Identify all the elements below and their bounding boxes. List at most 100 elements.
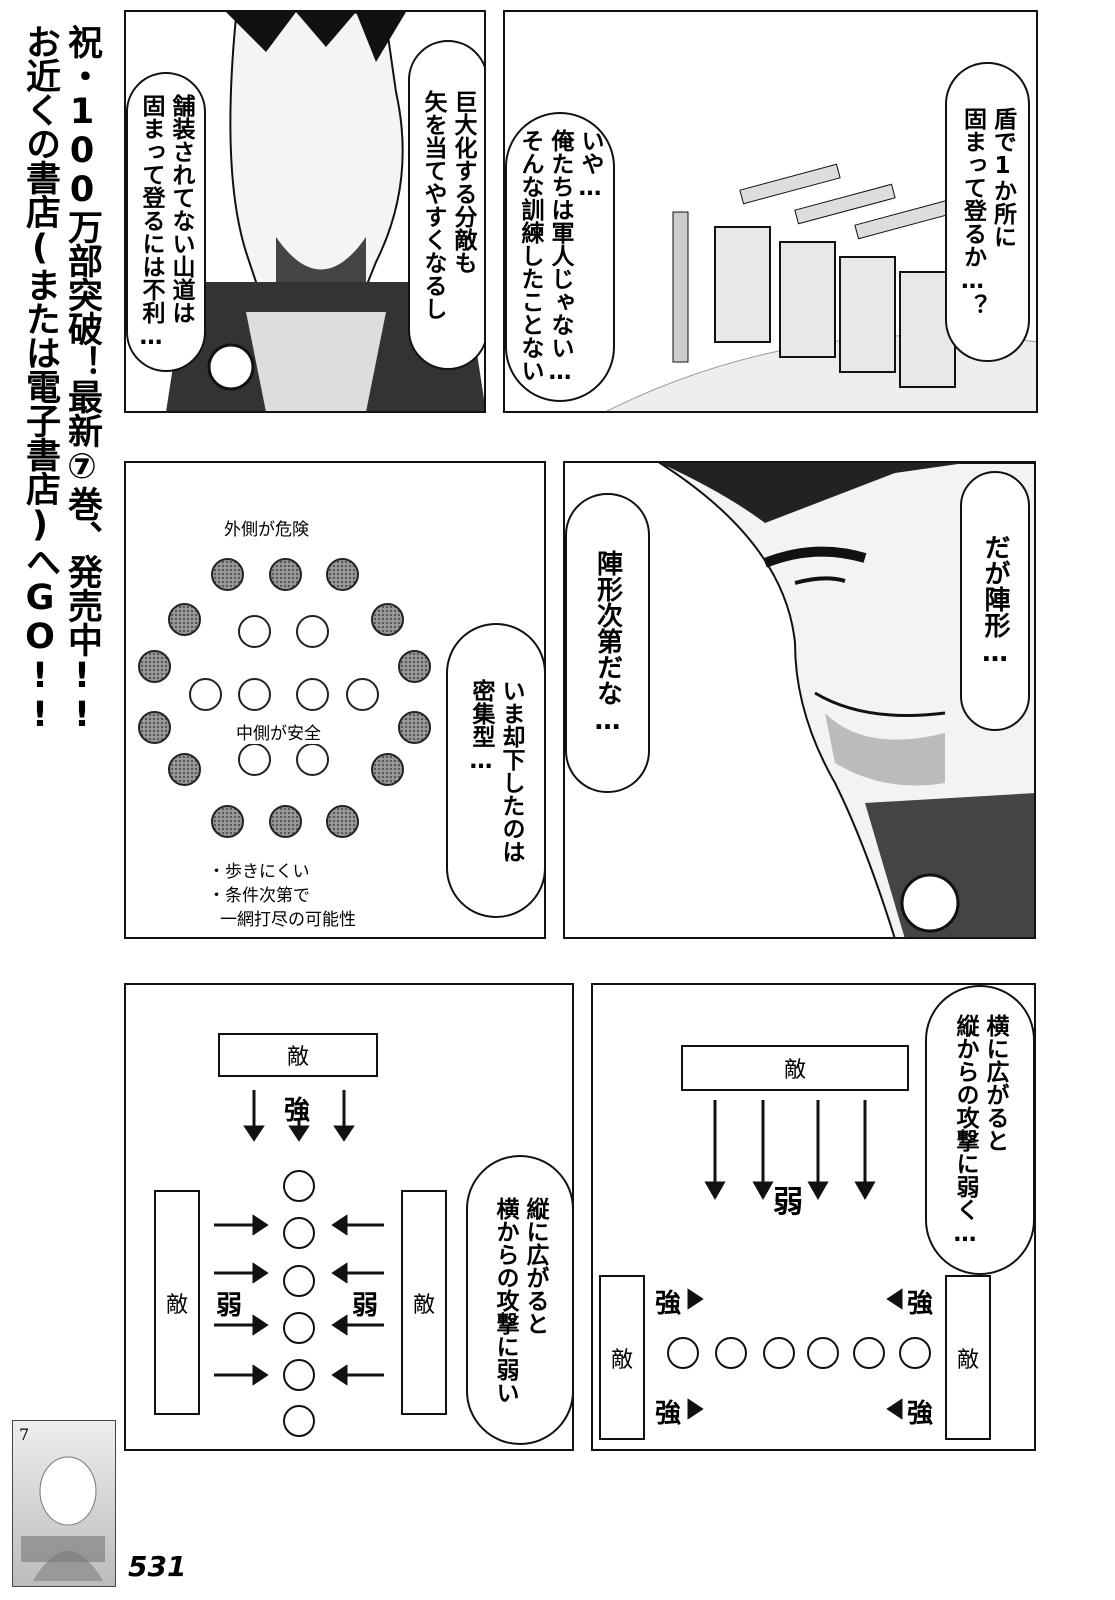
enemy-box-right: 敵 — [945, 1275, 991, 1440]
enemy-label: 敵 — [412, 1292, 435, 1318]
panel-1-bearded-man: 巨大化する分敵も 矢を当てやすくなるし 舗装されてない山道は 固まって登るには不… — [124, 10, 486, 413]
attack-arrows — [687, 1100, 903, 1420]
bubble-line: 俺たちは軍人じゃない… — [547, 129, 573, 385]
soldier — [283, 1217, 315, 1249]
bubble-line: そんな訓練したことない — [517, 129, 543, 382]
soldier — [899, 1337, 931, 1369]
bubble-line: 横に広がると — [982, 1013, 1008, 1152]
panel-5-speech-bubble: 縦に広がると 横からの攻撃に弱い — [466, 1155, 572, 1445]
outer-soldier — [398, 650, 431, 683]
outer-soldier — [371, 603, 404, 636]
panel-1-speech-bubble-left: 舗装されてない山道は 固まって登るには不利… — [126, 72, 206, 372]
man-closeup-illustration — [658, 463, 1034, 937]
bubble-line: 矢を当てやすくなるし — [420, 90, 446, 320]
strong-label-right-top: 強 — [907, 1289, 934, 1319]
outer-soldier — [211, 805, 244, 838]
panel-4-speech-bubble-right: だが陣形… — [960, 471, 1030, 731]
bubble-line: 陣形次第だな… — [592, 550, 623, 736]
outer-soldier — [398, 711, 431, 744]
page-number: 531 — [128, 1550, 187, 1583]
outer-soldier — [269, 805, 302, 838]
bubble-line: 横からの攻撃に弱い — [492, 1196, 518, 1404]
inner-soldier — [238, 743, 271, 776]
bubble-line: 縦からの攻撃に弱く… — [952, 1013, 978, 1247]
soldier — [283, 1312, 315, 1344]
label-inner-safe: 中側が安全 — [236, 719, 321, 744]
label-outer-danger: 外側が危険 — [224, 520, 309, 540]
bubble-line: 固まって登るには不利… — [138, 94, 164, 350]
outer-soldier — [168, 753, 201, 786]
outer-soldier — [138, 650, 171, 683]
panel-3-speech-bubble: いま却下したのは 密集型… — [446, 623, 544, 918]
soldier — [283, 1359, 315, 1391]
inner-soldier — [296, 743, 329, 776]
outer-soldier — [269, 558, 302, 591]
enemy-label: 敵 — [165, 1292, 188, 1318]
volume-cover-thumbnail: 7 — [12, 1420, 116, 1587]
outer-soldier — [371, 753, 404, 786]
cover-volume-number: 7 — [19, 1425, 30, 1444]
banner-line-1: 祝・100万部突破！最新⑦巻、発売中!! — [62, 24, 102, 734]
strong-label-left-top: 強 — [655, 1289, 682, 1319]
soldier — [283, 1405, 315, 1437]
bubble-line: 固まって登るか…？ — [959, 107, 986, 317]
weak-label-top: 弱 — [773, 1185, 803, 1220]
note-line-3: 一網打尽の可能性 — [220, 910, 356, 930]
inner-soldier — [189, 678, 222, 711]
shield-soldiers-illustration — [605, 163, 1036, 411]
bubble-line: いや… — [577, 129, 603, 201]
cover-illustration — [21, 1456, 105, 1581]
note-line-1: ・歩きにくい — [208, 862, 310, 882]
soldier — [853, 1337, 885, 1369]
bubble-line: いま却下したのは — [498, 678, 524, 863]
soldier — [763, 1337, 795, 1369]
strong-label-left-bottom: 強 — [655, 1399, 682, 1429]
note-line-2: ・条件次第で — [208, 886, 310, 906]
soldier — [807, 1337, 839, 1369]
panel-4-speech-bubble-left: 陣形次第だな… — [565, 493, 650, 793]
soldier — [283, 1265, 315, 1297]
bearded-man-illustration — [166, 12, 484, 411]
enemy-box-top: 敵 — [218, 1033, 378, 1077]
panel-4-man-closeup: だが陣形… 陣形次第だな… — [563, 461, 1036, 939]
outer-soldier — [168, 603, 201, 636]
bubble-line: だが陣形… — [980, 534, 1010, 668]
enemy-box-left: 敵 — [154, 1190, 200, 1415]
enemy-box-left: 敵 — [599, 1275, 645, 1440]
panel-2-speech-bubble-left: いや… 俺たちは軍人じゃない… そんな訓練したことない — [505, 112, 615, 402]
bubble-line: 舗装されてない山道は — [168, 94, 194, 324]
attack-arrows — [214, 1090, 384, 1386]
outer-soldier — [326, 805, 359, 838]
bubble-line: 縦に広がると — [522, 1196, 548, 1335]
inner-soldier — [346, 678, 379, 711]
panel-1-speech-bubble-right: 巨大化する分敵も 矢を当てやすくなるし — [408, 40, 484, 370]
bubble-line: 巨大化する分敵も — [450, 90, 476, 274]
inner-soldier — [296, 678, 329, 711]
weak-label-left: 弱 — [216, 1291, 243, 1321]
panel-2-shield-soldiers: 盾で1か所に 固まって登るか…？ いや… 俺たちは軍人じゃない… そんな訓練した… — [503, 10, 1038, 413]
soldier — [667, 1337, 699, 1369]
outer-soldier — [138, 711, 171, 744]
inner-soldier — [238, 615, 271, 648]
enemy-box-right: 敵 — [401, 1190, 447, 1415]
enemy-label: 敵 — [610, 1347, 633, 1373]
panel-6-speech-bubble: 横に広がると 縦からの攻撃に弱く… — [925, 985, 1034, 1275]
bubble-line: 密集型… — [468, 678, 494, 774]
outer-soldier — [211, 558, 244, 591]
strong-label-top: 強 — [284, 1096, 311, 1126]
banner-line-2: お近くの書店(または電子書店)へGO!! — [20, 24, 60, 734]
inner-soldier — [238, 678, 271, 711]
panel-3-dense-formation: 外側が危険 中側が安全 ・歩きにくい ・条件次第で 一網打尽の可能性 いま却下し… — [124, 461, 546, 939]
bubble-line: 盾で1か所に — [989, 107, 1016, 248]
enemy-box-top: 敵 — [681, 1045, 909, 1091]
inner-soldier — [296, 615, 329, 648]
enemy-label: 敵 — [956, 1347, 979, 1373]
outer-soldier — [326, 558, 359, 591]
soldier — [715, 1337, 747, 1369]
panel-5-column-formation: 敵 強 弱 弱 敵 敵 縦に広がると 横からの攻撃に弱い — [124, 983, 574, 1451]
panel-2-speech-bubble-right: 盾で1か所に 固まって登るか…？ — [945, 62, 1030, 362]
weak-label-right: 弱 — [352, 1291, 379, 1321]
panel-6-line-formation: 敵 弱 強 強 強 強 敵 敵 横に広がると 縦からの攻撃に弱く… — [591, 983, 1036, 1451]
soldier — [283, 1170, 315, 1202]
strong-label-right-bottom: 強 — [907, 1399, 934, 1429]
